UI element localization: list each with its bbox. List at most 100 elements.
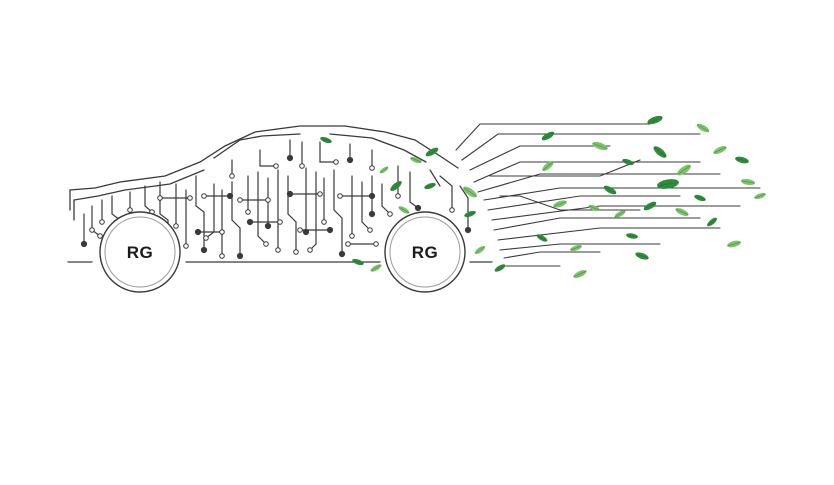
leaf-icon-0 (647, 115, 663, 125)
circuit-node-15 (264, 222, 272, 230)
front-wheel-logo: RG (127, 243, 154, 262)
leaves-group (320, 115, 766, 278)
speed-line-10 (499, 243, 661, 251)
leaf-icon-13 (553, 200, 567, 208)
leaf-midrib-20 (536, 234, 548, 242)
circuit-node-46 (277, 219, 283, 225)
hood-trace (73, 169, 205, 221)
leaf-midrib-14 (643, 202, 657, 210)
leaf-midrib-8 (622, 159, 634, 165)
leaf-midrib-27 (410, 157, 422, 163)
leaf-midrib-1 (696, 124, 710, 132)
leaf-icon-2 (541, 131, 555, 141)
leaf-midrib-24 (494, 264, 506, 272)
leaf-icon-36 (464, 210, 476, 218)
circuit-node-24 (368, 210, 376, 218)
circuit-node-41 (337, 193, 343, 199)
circuit-node-35 (201, 193, 207, 199)
circuit-node-27 (414, 204, 422, 212)
circuit-trace-27 (409, 171, 419, 209)
circuit-node-36 (226, 192, 234, 200)
circuit-trace-29 (259, 149, 277, 167)
circuit-node-12 (236, 252, 244, 260)
leaf-icon-9 (677, 164, 691, 176)
circuit-node-52 (219, 229, 225, 235)
leaf-midrib-25 (463, 187, 477, 197)
leaf-midrib-16 (707, 217, 717, 227)
circuit-node-14 (263, 241, 269, 247)
leaf-icon-39 (754, 192, 766, 200)
leaf-icon-4 (653, 146, 667, 158)
circuit-node-44 (187, 195, 193, 201)
circuit-node-54 (464, 226, 472, 234)
circuit-node-11 (219, 253, 225, 259)
leaf-icon-19 (727, 240, 741, 248)
circuit-node-26 (395, 193, 401, 199)
leaf-midrib-12 (603, 186, 617, 194)
leaf-midrib-3 (592, 142, 608, 150)
leaf-midrib-31 (370, 264, 382, 272)
car-body-outline (67, 125, 493, 263)
leaf-icon-15 (675, 208, 689, 216)
circuit-node-45 (246, 218, 254, 226)
rear-wheel-logo: RG (412, 243, 439, 262)
leaf-icon-22 (635, 252, 649, 260)
circuit-trace-21 (333, 169, 343, 255)
leaf-midrib-34 (320, 137, 332, 143)
leaf-midrib-17 (588, 205, 600, 211)
circuit-nodes (80, 154, 472, 260)
leaf-icon-8 (622, 158, 634, 166)
speed-trace-lines (455, 123, 761, 267)
circuit-trace-14 (257, 171, 267, 245)
speed-line-1 (461, 133, 701, 161)
circuit-node-9 (200, 246, 208, 254)
speed-line-0 (455, 123, 651, 151)
circuit-node-29 (273, 163, 279, 169)
circuit-node-49 (345, 241, 351, 247)
circuit-trace-3 (111, 195, 121, 221)
circuit-trace-46 (459, 185, 469, 231)
leaf-icon-7 (542, 160, 554, 172)
rear-wheel: RG (384, 211, 466, 293)
leaf-midrib-32 (352, 259, 364, 265)
leaf-midrib-38 (694, 195, 706, 201)
circuit-trace-23 (361, 181, 371, 231)
leaf-midrib-26 (425, 148, 439, 156)
leaf-icon-20 (536, 234, 548, 242)
leaf-icon-24 (494, 264, 506, 272)
circuit-trace-9 (195, 175, 205, 251)
leaf-midrib-22 (635, 253, 649, 259)
leaf-midrib-5 (713, 146, 727, 154)
circuit-trace-25 (381, 183, 391, 215)
leaf-midrib-18 (626, 234, 638, 238)
windshield-trace (213, 133, 301, 159)
circuit-node-8 (183, 243, 189, 249)
leaf-midrib-0 (647, 116, 663, 124)
circuit-trace-19 (309, 171, 317, 251)
circuit-node-0 (80, 240, 88, 248)
leaf-icon-12 (603, 185, 617, 195)
circuit-node-19 (307, 247, 313, 253)
circuit-trace-12 (231, 181, 241, 257)
circuit-node-17 (293, 249, 299, 255)
speed-line-9 (497, 227, 721, 241)
leaf-icon-5 (713, 146, 727, 154)
circuit-trace-45 (429, 169, 441, 187)
leaf-icon-28 (390, 180, 402, 192)
leaf-midrib-21 (570, 245, 582, 251)
leaf-midrib-36 (464, 211, 476, 217)
circuit-node-33 (346, 156, 354, 164)
circuit-node-25 (387, 211, 393, 217)
speed-line-14 (499, 195, 641, 211)
circuit-node-48 (326, 226, 334, 234)
leaf-midrib-30 (424, 183, 436, 189)
leaf-icon-34 (320, 136, 332, 144)
circuit-trace-44 (439, 175, 453, 211)
circuit-node-32 (333, 159, 339, 165)
circuit-node-22 (349, 233, 355, 239)
leaf-midrib-19 (727, 241, 741, 247)
leaf-midrib-13 (553, 201, 567, 207)
speed-line-7 (491, 205, 741, 221)
circuit-node-43 (157, 195, 163, 201)
